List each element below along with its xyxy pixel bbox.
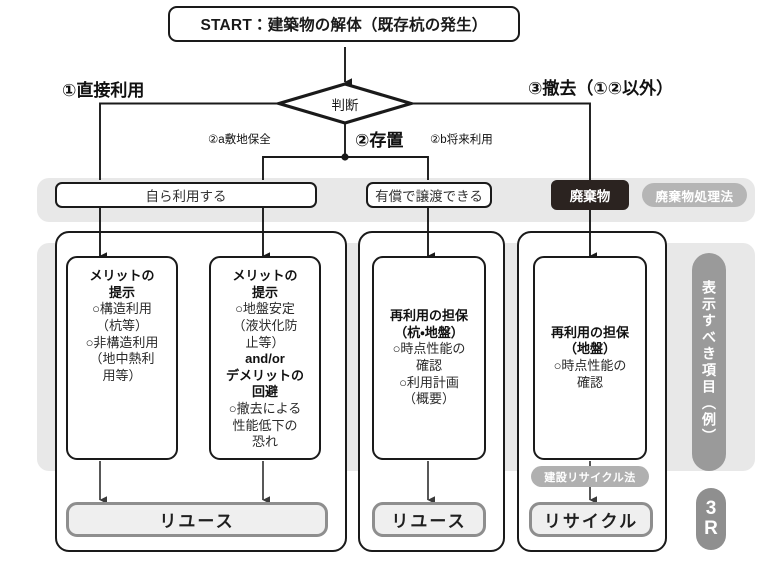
card-reuse-guarantee-pile-ground[interactable]: 再利用の担保 （杭・地盤） ○時点性能の 確認 ○利用計画 （概要） — [372, 256, 486, 460]
card-line: ○撤去による — [228, 401, 302, 416]
card-line: 提示 — [108, 284, 135, 300]
card-line: and/or — [245, 351, 285, 367]
card-line: ○時点性能の — [553, 358, 627, 373]
card-line: （概要） — [402, 391, 455, 407]
card-line: （液状化防 — [232, 317, 298, 333]
branch-label-storage: ②存置 — [355, 131, 404, 150]
badge-construction-recycle-law: 建設リサイクル法 — [531, 466, 649, 487]
card-line: 再利用の担保 — [550, 324, 629, 340]
branch-sublabel-site-preservation: ②a敷地保全 — [208, 134, 271, 146]
condition-waste-label: 廃棄物 — [569, 189, 611, 204]
card-line: （杭等） — [95, 317, 148, 333]
card-line: 提示 — [251, 284, 278, 300]
decision-label: 判断 — [331, 98, 359, 113]
card-merit-ground[interactable]: メリットの 提示 ○地盤安定 （液状化防 止等） and/or デメリットの 回… — [209, 256, 321, 460]
outcome-reuse-left[interactable]: リユース — [66, 502, 328, 537]
card-line: ○利用計画 — [399, 374, 459, 390]
badge-3r: 3 R — [696, 488, 726, 550]
card-line: 恐れ — [251, 434, 278, 450]
card-line: メリットの — [232, 268, 298, 283]
card-line: （地中熱利 — [89, 351, 155, 367]
outcome-reuse-mid-label: リユース — [391, 512, 467, 531]
badge-waste-law: 廃棄物処理法 — [642, 183, 747, 207]
condition-self-use[interactable]: 自ら利用する — [55, 182, 317, 208]
decision-node: 判断 — [279, 84, 411, 124]
card-line: 確認 — [576, 374, 603, 390]
branch-label-direct-use: ①直接利用 — [62, 81, 145, 100]
outcome-reuse-left-label: リユース — [159, 512, 235, 531]
card-line: ○地盤安定 — [235, 301, 295, 317]
branch-sublabel-future-use: ②b将来利用 — [430, 134, 493, 146]
condition-self-use-label: 自ら利用する — [145, 189, 227, 204]
outcome-reuse-mid[interactable]: リユース — [372, 502, 486, 537]
card-line: 回避 — [251, 384, 278, 400]
side-label-display-items: 表示すべき項目（例） — [692, 253, 726, 471]
badge-3r-top: 3 — [705, 498, 717, 520]
side-label-display-items-text: 表示すべき項目（例） — [701, 279, 717, 445]
card-line: 再利用の担保 — [389, 308, 468, 324]
card-merit-structural[interactable]: メリットの 提示 ○構造利用 （杭等） ○非構造利用 （地中熱利 用等） — [66, 256, 178, 460]
start-label: START：建築物の解体（既存杭の発生） — [200, 17, 488, 34]
branch-label-removal: ③撤去（①②以外） — [528, 79, 674, 98]
card-line: ○時点性能の — [392, 341, 466, 357]
card-line: 確認 — [415, 358, 442, 373]
badge-3r-bottom: R — [704, 518, 718, 539]
card-line: ○非構造利用 — [85, 334, 159, 350]
outcome-recycle-right-label: リサイクル — [543, 512, 639, 531]
card-line: デメリットの — [225, 367, 304, 383]
card-line: メリットの — [89, 268, 155, 283]
card-line: 用等） — [102, 367, 142, 383]
card-reuse-guarantee-ground[interactable]: 再利用の担保 （地盤） ○時点性能の 確認 — [533, 256, 647, 460]
card-line: ○構造利用 — [92, 301, 152, 317]
condition-paid-transfer[interactable]: 有償で譲渡できる — [366, 182, 492, 208]
badge-waste-law-label: 廃棄物処理法 — [655, 189, 734, 204]
card-line: （地盤） — [563, 341, 616, 357]
card-line: （杭・地盤） — [394, 324, 464, 340]
start-node: START：建築物の解体（既存杭の発生） — [168, 6, 520, 42]
card-line: 性能低下の — [232, 417, 298, 433]
outcome-recycle-right[interactable]: リサイクル — [529, 502, 653, 537]
card-line: 止等） — [245, 334, 285, 350]
condition-waste[interactable]: 廃棄物 — [551, 180, 629, 210]
badge-construction-recycle-law-label: 建設リサイクル法 — [544, 471, 636, 484]
condition-paid-transfer-label: 有償で譲渡できる — [375, 189, 483, 204]
